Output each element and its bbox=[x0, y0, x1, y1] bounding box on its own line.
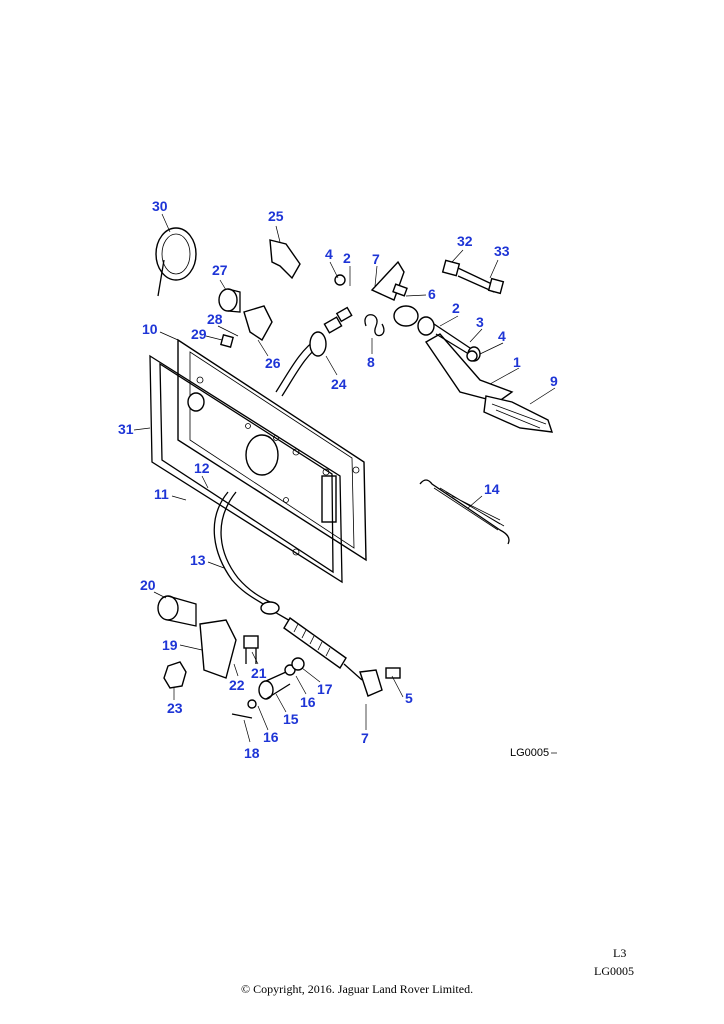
bolt-21 bbox=[243, 635, 259, 664]
callout-28: 28 bbox=[207, 311, 223, 327]
cable-assembly bbox=[213, 306, 363, 681]
callout-16b: 16 bbox=[263, 729, 279, 745]
clip bbox=[269, 239, 301, 280]
callout-6: 6 bbox=[428, 286, 436, 302]
pivot-pin-15 bbox=[258, 671, 291, 700]
callout-32: 32 bbox=[457, 233, 473, 249]
callout-8: 8 bbox=[367, 354, 375, 370]
callout-27: 27 bbox=[212, 262, 228, 278]
nut-23 bbox=[163, 661, 187, 689]
callout-23: 23 bbox=[167, 700, 183, 716]
callout-2: 2 bbox=[343, 250, 351, 266]
band bbox=[155, 227, 197, 297]
callout-21: 21 bbox=[251, 665, 267, 681]
nut-29 bbox=[220, 334, 234, 348]
callout-labels: 1 2 2 3 4 4 5 6 7 7 8 9 10 11 12 13 14 1… bbox=[118, 198, 558, 761]
callout-14: 14 bbox=[484, 481, 500, 497]
callout-4b: 4 bbox=[498, 328, 506, 344]
callout-17: 17 bbox=[317, 681, 333, 697]
callout-13: 13 bbox=[190, 552, 206, 568]
callout-20: 20 bbox=[140, 577, 156, 593]
callout-29: 29 bbox=[191, 326, 207, 342]
bolt-33 bbox=[441, 259, 505, 295]
callout-25: 25 bbox=[268, 208, 284, 224]
callout-26: 26 bbox=[265, 355, 281, 371]
callout-5: 5 bbox=[405, 690, 413, 706]
leader-lines bbox=[133, 213, 556, 743]
copyright-notice: © Copyright, 2016. Jaguar Land Rover Lim… bbox=[241, 982, 474, 996]
callout-12: 12 bbox=[194, 460, 210, 476]
callout-11: 11 bbox=[154, 486, 169, 502]
callout-15: 15 bbox=[283, 711, 299, 727]
washers bbox=[247, 657, 305, 709]
callout-1: 1 bbox=[513, 354, 521, 370]
figure-code-label: LG0005 bbox=[510, 747, 549, 759]
bushing-27 bbox=[218, 288, 241, 313]
return-spring bbox=[364, 314, 385, 337]
gasket bbox=[149, 354, 343, 584]
pedal-assembly bbox=[370, 260, 554, 433]
bracket-19 bbox=[199, 619, 237, 679]
callout-3: 3 bbox=[476, 314, 484, 330]
bracket-26 bbox=[243, 305, 273, 342]
callout-7: 7 bbox=[372, 251, 380, 267]
callout-4: 4 bbox=[325, 246, 333, 262]
clevis-assembly bbox=[359, 667, 401, 697]
callout-30: 30 bbox=[152, 198, 168, 214]
callout-24: 24 bbox=[331, 376, 347, 392]
footer-figure-code: LG0005 bbox=[594, 964, 634, 978]
page-ref: L3 bbox=[613, 946, 627, 960]
mounting-plate bbox=[177, 338, 367, 562]
callout-31: 31 bbox=[118, 421, 134, 437]
callout-18: 18 bbox=[244, 745, 260, 761]
split-pin bbox=[231, 713, 253, 719]
callout-2b: 2 bbox=[452, 300, 460, 316]
callout-7b: 7 bbox=[361, 730, 369, 746]
callout-19: 19 bbox=[162, 637, 178, 653]
bushing-20 bbox=[157, 595, 197, 627]
callout-10: 10 bbox=[142, 321, 158, 337]
callout-33: 33 bbox=[494, 243, 510, 259]
callout-16: 16 bbox=[300, 694, 316, 710]
callout-9: 9 bbox=[550, 373, 558, 389]
callout-22: 22 bbox=[229, 677, 245, 693]
